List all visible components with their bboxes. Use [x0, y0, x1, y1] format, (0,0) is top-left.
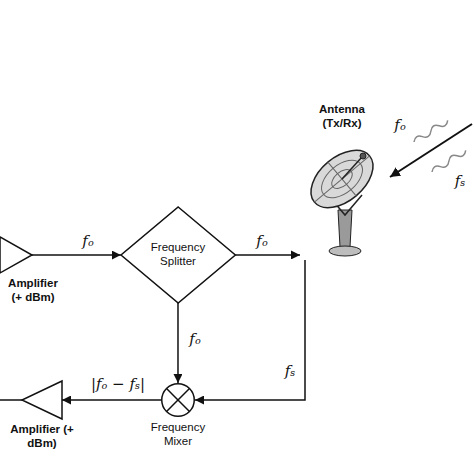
antenna-drawing	[300, 139, 383, 256]
amplifier-symbol-outline	[0, 237, 32, 273]
antenna-dish-outline	[300, 135, 385, 260]
signal-connector	[195, 260, 305, 400]
antenna-feed-horn	[360, 153, 366, 159]
dish-rim	[300, 139, 383, 219]
splitter-diamond: Frequency Splitter	[121, 207, 235, 303]
node-label: Frequency Mixer	[143, 421, 213, 449]
signal-wave	[430, 148, 467, 175]
output-wire	[0, 399, 22, 401]
amplifier-symbol-outline	[22, 381, 62, 419]
mixer-circle	[162, 384, 195, 417]
amplifier-symbol: Amplifier (+ dBm)	[0, 237, 32, 273]
node-text-group: Frequency Splitter	[121, 207, 235, 303]
antenna-dish: Antenna (Tx/Rx)	[300, 135, 385, 260]
signal-label: fₒ	[187, 331, 202, 348]
node-text-group: Antenna (Tx/Rx)	[307, 103, 377, 131]
node-label: Frequency Splitter	[147, 241, 209, 269]
antenna-feed	[342, 157, 362, 179]
signal-label: |fₒ − fₛ|	[89, 376, 147, 393]
dish-ring	[315, 153, 370, 205]
node-label: Amplifier (+ dBm)	[10, 423, 74, 451]
signal-connector	[62, 399, 161, 401]
node-text-group: Amplifier (+ dBm)	[10, 423, 74, 451]
antenna-reflector	[300, 139, 383, 219]
wave-label: fₛ	[453, 173, 468, 190]
signal-label: fₒ	[80, 233, 95, 250]
amplifier-symbol: Amplifier (+ dBm)	[22, 381, 62, 419]
signal-connector	[32, 254, 121, 256]
wave-label: fₒ	[392, 117, 407, 134]
mixer-symbol-outline	[161, 383, 195, 417]
signal-wave	[412, 118, 449, 145]
node-label: Amplifier (+ dBm)	[2, 277, 64, 305]
amplifier-triangle	[0, 237, 32, 273]
node-text-group: Frequency Mixer	[143, 421, 213, 449]
node-text-group: Amplifier (+ dBm)	[2, 277, 64, 305]
mixer-symbol: Frequency Mixer	[161, 383, 195, 417]
signal-label: fₛ	[283, 363, 298, 380]
mixer-cross	[167, 389, 190, 412]
mixer-cross	[167, 389, 190, 412]
node-label: Antenna (Tx/Rx)	[307, 103, 377, 131]
signal-label: fₒ	[254, 233, 269, 250]
antenna-base	[329, 246, 361, 256]
dish-rib	[314, 156, 369, 202]
signal-connector	[177, 303, 179, 383]
decision-diamond	[121, 207, 235, 303]
signal-connector	[235, 254, 300, 256]
amplifier-triangle	[22, 381, 62, 419]
